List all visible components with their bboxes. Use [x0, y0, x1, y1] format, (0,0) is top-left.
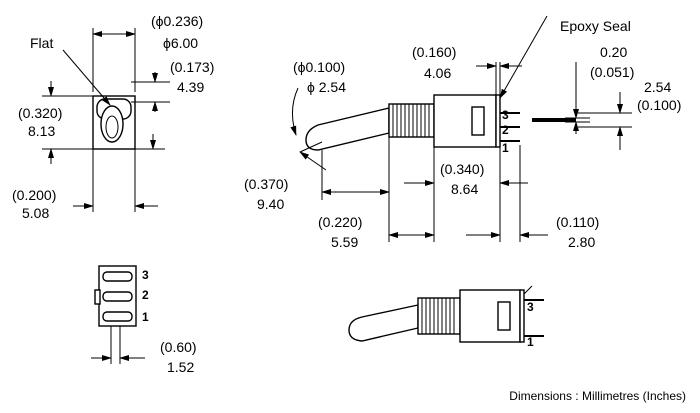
- tpitch-mm: 2.54: [644, 79, 671, 95]
- side-pin-label-3: 3: [502, 108, 509, 122]
- bottom-view: 3 2 1 (0.60) 1.52: [91, 265, 197, 375]
- bottom-pin-1: [102, 311, 133, 322]
- body-len-mm: 8.64: [451, 181, 478, 197]
- side-pin-label-1: 1: [502, 141, 509, 155]
- bottom-pin-2: [102, 291, 133, 302]
- bush-len-in: (0.220): [318, 214, 362, 230]
- bodyw-in: (0.200): [12, 187, 56, 203]
- side-seal: [495, 94, 501, 148]
- thk-mm: 0.20: [600, 44, 627, 60]
- bushing-mm: 4.39: [177, 79, 204, 95]
- term-len-in: (0.110): [556, 214, 599, 230]
- flat-leader: [62, 49, 111, 106]
- body-len-in: (0.340): [440, 161, 484, 177]
- epoxy-leader: [499, 15, 548, 99]
- lever-dia-leader: [290, 87, 299, 136]
- side-terminal-blade: [532, 118, 576, 122]
- side-bushing: [388, 103, 435, 138]
- bottom-tab: [94, 289, 101, 305]
- bodyw-mm: 5.08: [22, 205, 49, 221]
- side-lever: [305, 107, 390, 151]
- bushing-in: (0.173): [170, 59, 214, 75]
- iso-body: [459, 289, 521, 343]
- units-note: Dimensions : Millimetres (Inches): [509, 389, 686, 403]
- front-lever-inner: [105, 115, 119, 139]
- iso-thread: [421, 298, 455, 334]
- width-in: (ϕ0.236): [151, 13, 203, 29]
- seal-in: (0.160): [412, 44, 456, 60]
- term-len-mm: 2.80: [568, 234, 595, 250]
- bottom-pin-label-3: 3: [142, 268, 149, 282]
- front-lever-tip: [100, 105, 124, 143]
- front-view: Flat (ϕ0.236) ϕ6.00 (0.173) 4.39 (0.320)…: [12, 13, 214, 221]
- thk-in: (0.051): [590, 64, 634, 80]
- side-thread: [392, 104, 430, 137]
- height-in: (0.320): [18, 105, 62, 121]
- iso-pin-label-3: 3: [527, 300, 534, 314]
- width-mm: ϕ6.00: [163, 35, 198, 51]
- lever-dia-in: (ϕ0.100): [293, 59, 345, 75]
- side-body: [433, 94, 497, 148]
- pitch-mm: 1.52: [167, 359, 194, 375]
- lever-dia-mm: ϕ 2.54: [307, 79, 346, 95]
- lever-len-mm: 9.40: [257, 196, 284, 212]
- seal-mm: 4.06: [424, 65, 451, 81]
- pitch-in: (0.60): [160, 339, 197, 355]
- iso-view: 3 1: [348, 285, 544, 349]
- bush-len-mm: 5.59: [331, 234, 358, 250]
- iso-bushing: [417, 297, 461, 335]
- flat-label: Flat: [30, 35, 53, 51]
- bottom-pin-label-1: 1: [142, 310, 149, 324]
- bottom-pin-label-2: 2: [142, 288, 149, 302]
- height-mm: 8.13: [28, 123, 55, 139]
- tpitch-in: (0.100): [637, 97, 681, 113]
- lever-len-in: (0.370): [244, 176, 288, 192]
- lever-dia-ext: [299, 141, 323, 153]
- epoxy-label: Epoxy Seal: [560, 18, 631, 34]
- bottom-pin-3: [102, 271, 133, 282]
- side-window: [471, 106, 485, 136]
- side-pin-label-2: 2: [502, 123, 509, 137]
- iso-seal: [519, 289, 525, 343]
- iso-pin-label-1: 1: [527, 335, 534, 349]
- iso-terminal-3-tab: [523, 285, 533, 295]
- iso-window: [497, 301, 511, 331]
- iso-lever: [348, 304, 419, 342]
- side-view: 3 2 1 Epoxy Seal (0.160) 4.06 0.20 (0.05…: [244, 15, 681, 250]
